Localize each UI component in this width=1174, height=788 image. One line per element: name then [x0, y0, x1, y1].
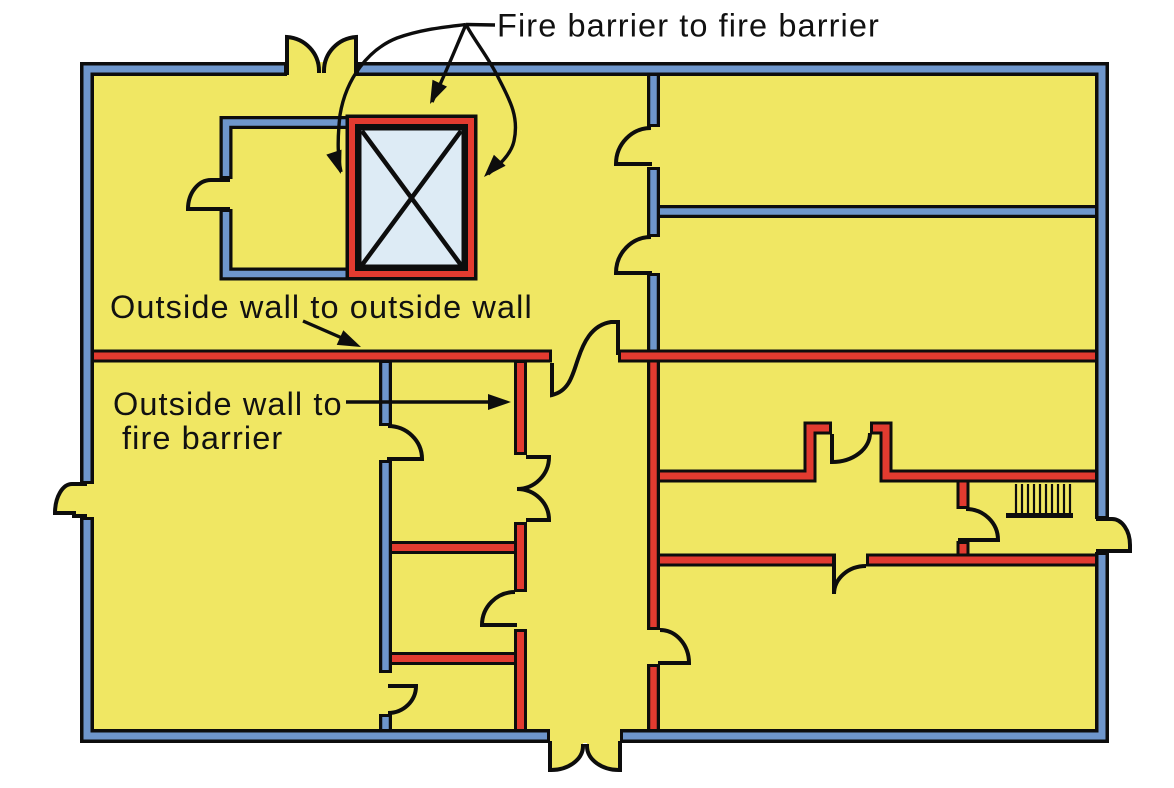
arrowhead-outside-fire-icon — [488, 394, 511, 410]
outer-walls — [80, 62, 1109, 743]
stairs-bar — [1006, 513, 1073, 518]
labels: Fire barrier to fire barrier Outside wal… — [110, 8, 880, 457]
stairs-treads — [1014, 484, 1072, 513]
arrow-curve-left — [336, 22, 467, 173]
corridor-stub-door — [958, 507, 1001, 542]
label-outside-fire-line2: fire barrier — [122, 420, 283, 456]
annotations — [302, 22, 518, 410]
arrow-line-outside-outside — [302, 319, 343, 340]
bottom-double-door — [548, 729, 622, 773]
central-wall-door-1 — [613, 126, 652, 166]
main-wall-center-door — [550, 320, 620, 398]
label-outside-fire-line1: Outside wall to — [113, 386, 343, 422]
leader-line — [465, 22, 496, 27]
arrowhead-outside-outside-icon — [336, 330, 361, 347]
top-double-door — [285, 34, 358, 76]
stairs — [1006, 484, 1073, 518]
corridor-fire-barriers — [659, 421, 1096, 567]
red-partition-double-door — [516, 455, 552, 522]
blue-room-walls — [219, 116, 346, 281]
blue-partition-door-lower — [387, 684, 419, 715]
red-partition-door-lower — [479, 590, 517, 627]
blue-partition-door-upper — [387, 424, 425, 461]
right-exterior-door — [1095, 517, 1132, 553]
label-fire-barrier: Fire barrier to fire barrier — [497, 8, 880, 44]
corridor-lower-door — [832, 554, 867, 595]
arrow-curve-right — [464, 23, 518, 176]
doors — [52, 34, 1132, 773]
arrowhead-middle-icon — [430, 79, 447, 104]
left-exterior-door — [52, 482, 88, 518]
building-floor — [80, 62, 1109, 743]
lower-left-fire-barriers-horizontal — [388, 541, 518, 665]
central-wall-door-2 — [613, 235, 652, 275]
arrowhead-left-icon — [326, 149, 342, 174]
shaft-x-icon — [360, 129, 463, 267]
corridor-alcove-door — [830, 432, 872, 465]
blue-room-door — [185, 178, 230, 211]
label-outside-outside: Outside wall to outside wall — [110, 289, 533, 325]
central-red-wall-door — [658, 628, 692, 665]
arrowhead-right-icon — [484, 154, 506, 177]
shaft — [345, 114, 478, 281]
